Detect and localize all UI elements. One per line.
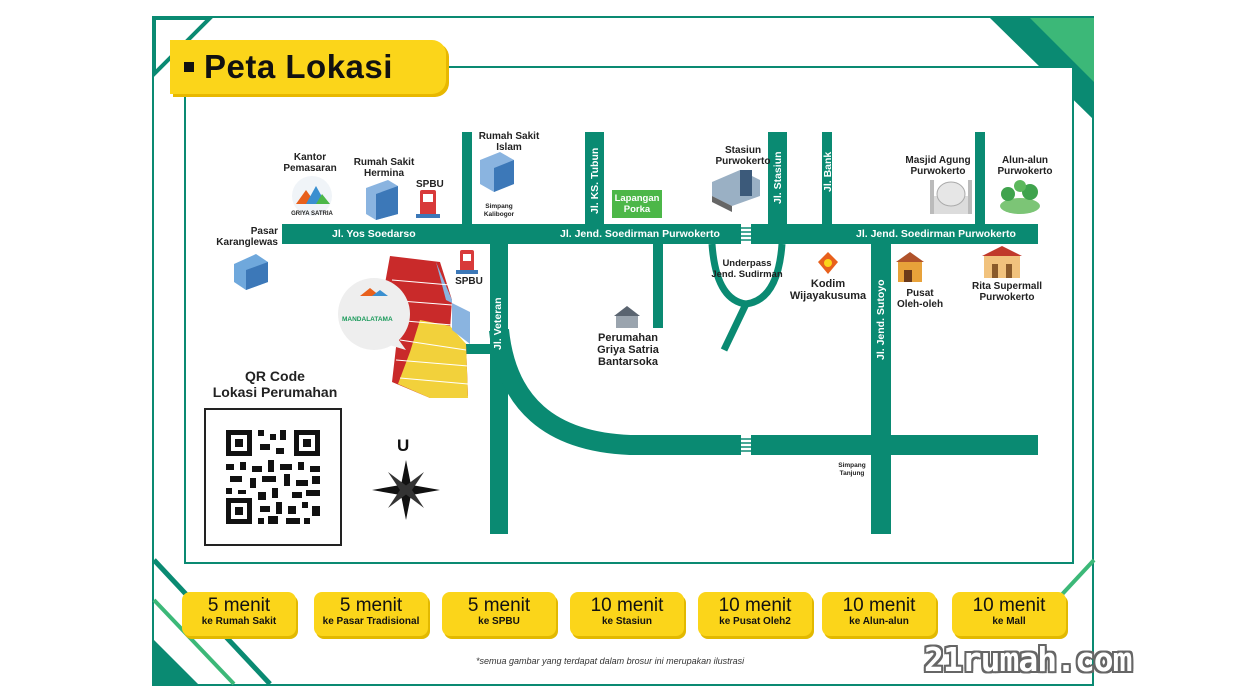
road-label-veteran: Jl. Veteran [492,297,504,350]
road-label-soedirman-east: Jl. Jend. Soedirman Purwokerto [856,228,1016,240]
hospital-icon [366,180,398,220]
road-label-soedirman-west: Jl. Jend. Soedirman Purwokerto [560,228,720,240]
illustration-disclaimer: *semua gambar yang terdapat dalam brosur… [476,656,745,666]
fuel-pump-icon [416,190,440,218]
qr-code-frame [204,408,342,546]
building-icon [234,254,268,290]
label-griya-satria-logo: GRIYA SATRIA [291,211,333,217]
page-title: Peta Lokasi [204,48,393,85]
griya-logo-icon [292,176,332,216]
fuel-pump-icon [456,250,478,274]
north-arrow-icon [372,460,440,520]
park-icon [1000,180,1040,214]
house-icon [614,306,640,328]
train-station-icon [712,170,760,212]
label-spbu-top: SPBU [416,179,444,190]
watermark: 21rumah.com [924,640,1133,679]
road-label-bank: Jl. Bank [822,151,834,192]
mall-icon [982,246,1022,278]
hospital-icon [480,152,514,192]
road-label-sutoyo: Jl. Jend. Sutoyo [875,279,887,360]
road-label-yos-soedarso: Jl. Yos Soedarso [332,228,416,240]
compass-north-label: U [397,436,410,455]
title-bullet [184,62,194,72]
shop-icon [896,252,924,282]
military-emblem-icon [818,252,838,274]
road-label-ks-tubun: Jl. KS. Tubun [589,147,601,214]
mosque-icon [930,180,972,214]
title-banner: Peta Lokasi [170,40,446,94]
site-logo-text: MANDALATAMA [342,316,393,323]
qr-code-icon [226,430,320,524]
label-spbu-bottom: SPBU [455,276,483,287]
